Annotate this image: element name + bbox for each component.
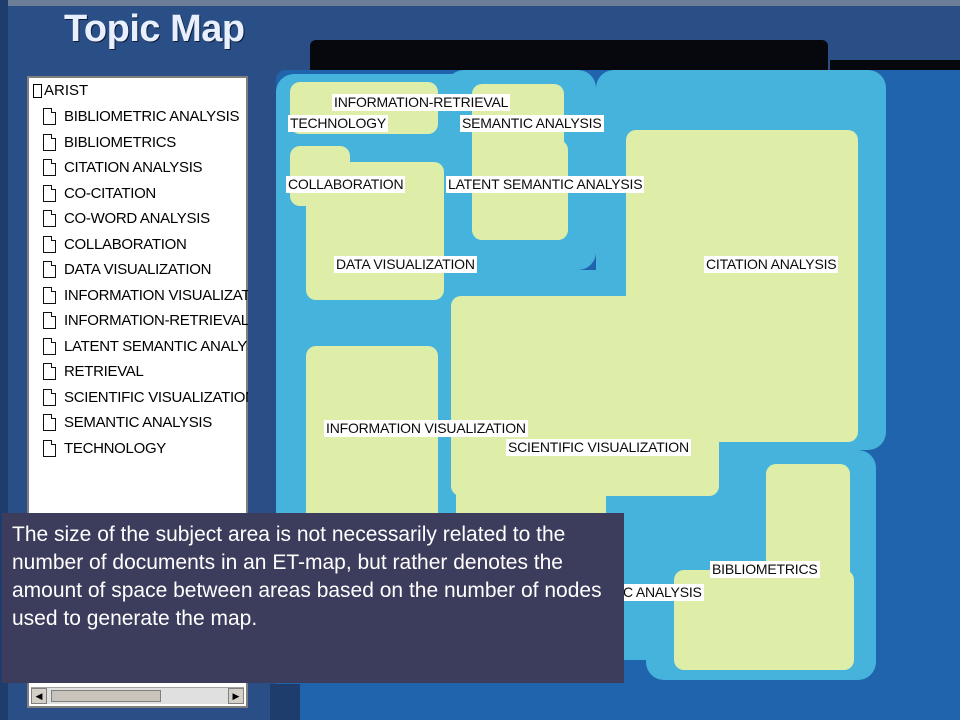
tree-item-label: BIBLIOMETRIC ANALYSIS xyxy=(64,108,240,126)
map-area-bibliometrics[interactable] xyxy=(674,570,854,670)
tree-item-label: SCIENTIFIC VISUALIZATION xyxy=(64,388,248,406)
document-icon xyxy=(43,286,56,304)
tree-item[interactable]: SEMANTIC ANALYSIS xyxy=(43,410,248,436)
tree-item-label: SEMANTIC ANALYSIS xyxy=(64,414,212,432)
document-icon xyxy=(43,337,56,355)
tree-item-label: BIBLIOMETRICS xyxy=(64,133,176,151)
map-label-bibliometrics[interactable]: BIBLIOMETRICS xyxy=(710,561,820,578)
map-label-data-visualization[interactable]: DATA VISUALIZATION xyxy=(334,256,477,273)
document-icon xyxy=(43,184,56,202)
map-label-information-retrieval[interactable]: INFORMATION-RETRIEVAL xyxy=(332,94,511,111)
tree-item-label: INFORMATION VISUALIZATION xyxy=(64,286,248,304)
document-icon xyxy=(43,363,56,381)
map-label-technology[interactable]: TECHNOLOGY xyxy=(288,115,389,132)
tree-item[interactable]: RETRIEVAL xyxy=(43,359,248,385)
tree-item-label: COLLABORATION xyxy=(64,235,187,253)
top-strip xyxy=(0,0,960,6)
caption-overlay: The size of the subject area is not nece… xyxy=(2,513,624,683)
tree-item[interactable]: SCIENTIFIC VISUALIZATION xyxy=(43,385,248,411)
document-icon xyxy=(43,439,56,457)
tree-item[interactable]: COLLABORATION xyxy=(43,232,248,258)
tree-item[interactable]: TECHNOLOGY xyxy=(43,436,248,462)
tree-item[interactable]: CO-CITATION xyxy=(43,181,248,207)
tree-item[interactable]: BIBLIOMETRICS xyxy=(43,130,248,156)
document-icon xyxy=(43,210,56,228)
document-icon xyxy=(43,388,56,406)
map-label-semantic-analysis[interactable]: SEMANTIC ANALYSIS xyxy=(460,115,604,132)
map-label-collaboration[interactable]: COLLABORATION xyxy=(286,176,406,193)
document-icon xyxy=(43,312,56,330)
tree-root-label: ARIST xyxy=(44,82,89,99)
map-label-citation-analysis[interactable]: CITATION ANALYSIS xyxy=(704,256,839,273)
map-label-partial-analysis[interactable]: C ANALYSIS xyxy=(621,584,704,601)
document-icon xyxy=(43,108,56,126)
tree-item[interactable]: CO-WORD ANALYSIS xyxy=(43,206,248,232)
tree-list: BIBLIOMETRIC ANALYSIS BIBLIOMETRICS CITA… xyxy=(43,104,248,461)
tree-item-label: DATA VISUALIZATION xyxy=(64,261,212,279)
tree-item[interactable]: BIBLIOMETRIC ANALYSIS xyxy=(43,104,248,130)
left-band xyxy=(0,0,8,720)
map-label-information-visualization[interactable]: INFORMATION VISUALIZATION xyxy=(324,420,528,437)
tree-item-label: RETRIEVAL xyxy=(64,363,144,381)
tree-item[interactable]: INFORMATION-RETRIEVAL xyxy=(43,308,248,334)
document-icon xyxy=(43,261,56,279)
map-label-latent-semantic-analysis[interactable]: LATENT SEMANTIC ANALYSIS xyxy=(446,176,645,193)
document-icon xyxy=(43,159,56,177)
tree-item-label: CO-WORD ANALYSIS xyxy=(64,210,210,228)
tree-item-label: INFORMATION-RETRIEVAL xyxy=(64,312,248,330)
tree-expander-icon[interactable] xyxy=(33,84,42,99)
map-shadow xyxy=(270,684,300,720)
tree-item-label: CO-CITATION xyxy=(64,184,156,202)
tree-item-label: TECHNOLOGY xyxy=(64,439,167,457)
page-title: Topic Map xyxy=(64,8,245,50)
tree-item[interactable]: LATENT SEMANTIC ANALYSIS xyxy=(43,334,248,360)
document-icon xyxy=(43,414,56,432)
scrollbar-thumb[interactable] xyxy=(51,690,161,702)
tree-item[interactable]: INFORMATION VISUALIZATION xyxy=(43,283,248,309)
document-icon xyxy=(43,235,56,253)
tree-item-label: CITATION ANALYSIS xyxy=(64,159,203,177)
tree-item[interactable]: CITATION ANALYSIS xyxy=(43,155,248,181)
tree-item-label: LATENT SEMANTIC ANALYSIS xyxy=(64,337,248,355)
document-icon xyxy=(43,133,56,151)
tree-root[interactable]: ARIST xyxy=(33,82,88,99)
map-label-scientific-visualization[interactable]: SCIENTIFIC VISUALIZATION xyxy=(506,439,691,456)
map-area-scientific-visualization[interactable] xyxy=(451,296,719,496)
arrow-right-icon[interactable]: ▶ xyxy=(228,688,244,704)
horizontal-scrollbar[interactable]: ◀ ▶ xyxy=(31,687,244,704)
tree-item[interactable]: DATA VISUALIZATION xyxy=(43,257,248,283)
arrow-left-icon[interactable]: ◀ xyxy=(31,688,47,704)
